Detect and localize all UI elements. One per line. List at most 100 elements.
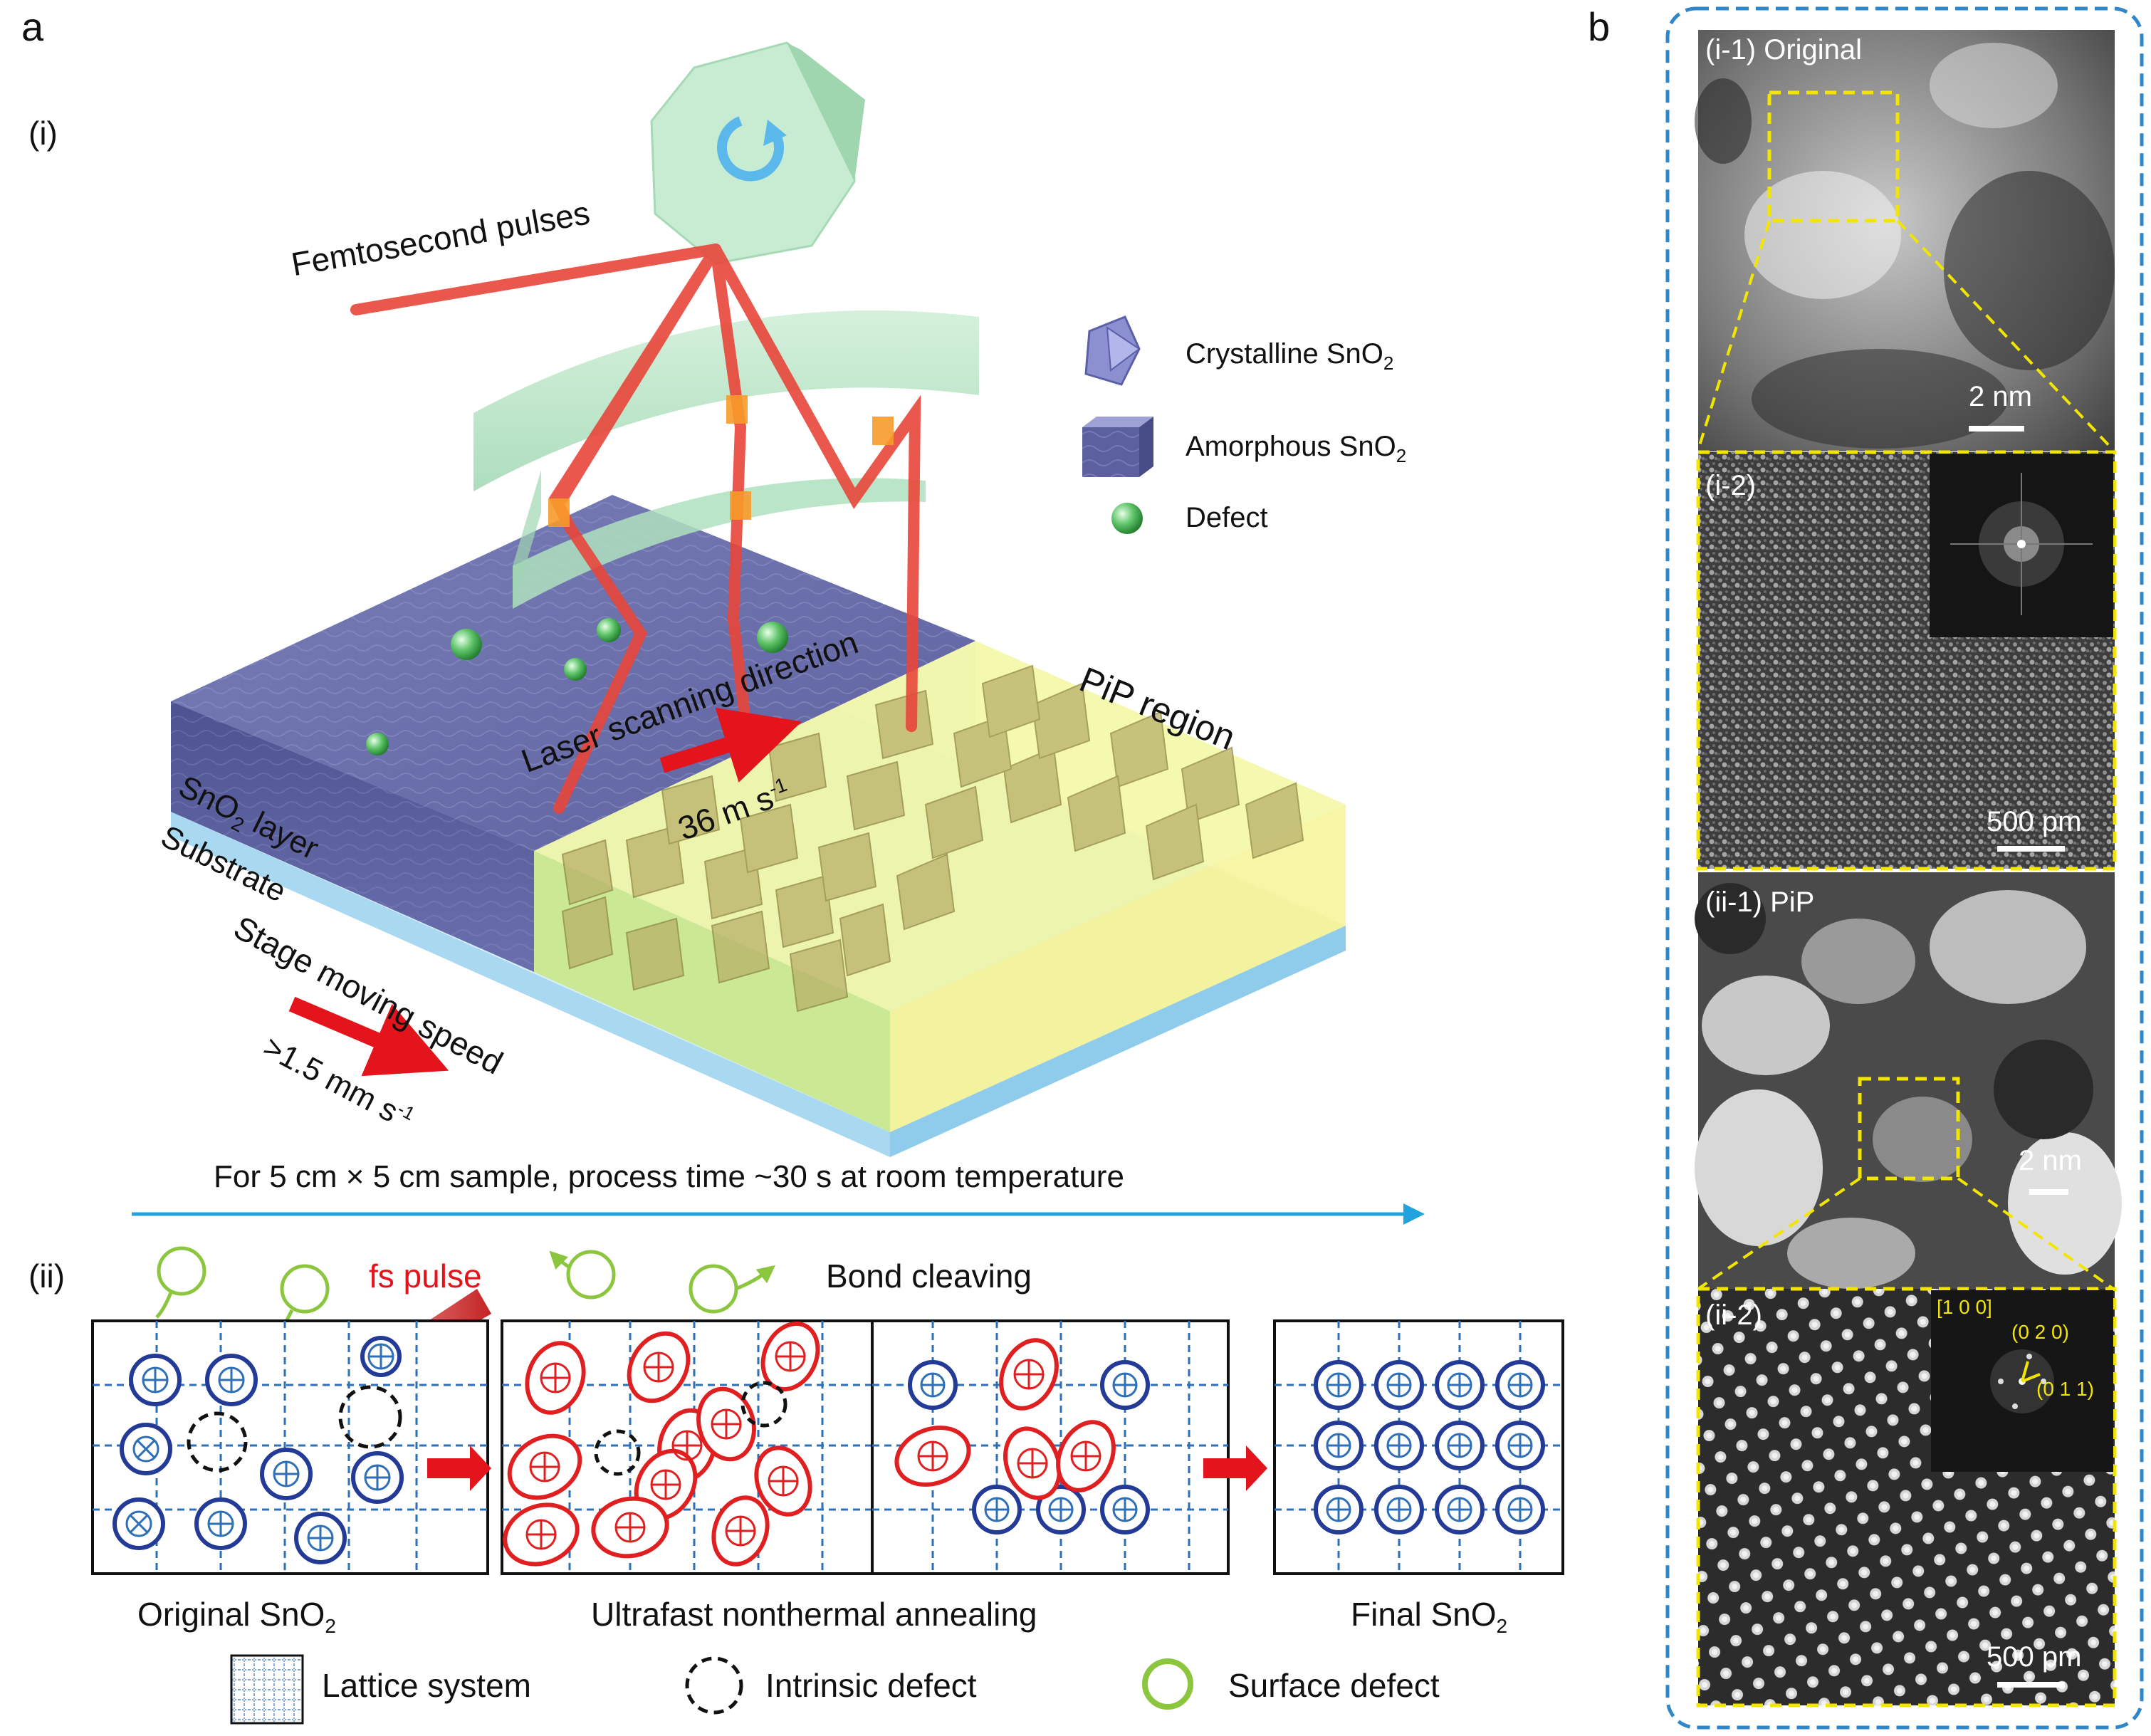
legend-lattice-label: Lattice system <box>322 1667 531 1704</box>
ion-plus-mark <box>1326 1497 1351 1522</box>
final-sno2-caption: Final SnO2 <box>1351 1596 1508 1638</box>
panel-b-frame <box>1665 6 2144 1730</box>
ion-plus-mark <box>1507 1372 1533 1398</box>
ion-plus-mark <box>984 1497 1010 1522</box>
lattice-box-original <box>91 1319 489 1575</box>
ion-plus-mark <box>1013 1359 1045 1390</box>
ion-plus-mark <box>1507 1433 1533 1458</box>
bond-cleaving-label: Bond cleaving <box>826 1257 1032 1295</box>
ultrafast-caption: Ultrafast nonthermal annealing <box>591 1596 1037 1633</box>
ion-plus-mark <box>614 1512 646 1543</box>
fft-100-label: [1 0 0] <box>1937 1296 1992 1318</box>
ion-plus-mark <box>307 1525 334 1552</box>
scan-direction-arrow <box>659 707 802 783</box>
ion-plus-mark <box>1070 1440 1101 1472</box>
tem-ii2-label: (ii-2) <box>1705 1300 1762 1331</box>
original-sno2-caption: Original SnO2 <box>137 1596 336 1638</box>
ion-plus-mark <box>1326 1433 1351 1458</box>
legend-lattice-icon <box>230 1654 304 1725</box>
subpanel-i-label: (i) <box>28 115 58 152</box>
scale-bar-i1 <box>1969 426 2024 432</box>
scale-bar-ii2 <box>1997 1682 2065 1688</box>
legend-amorphous-icon <box>1082 417 1153 477</box>
legend-intrinsic-defect-icon <box>685 1656 743 1715</box>
ion-plus-mark <box>1017 1448 1048 1479</box>
ion-plus-mark <box>142 1366 169 1393</box>
fft-020-label: (0 2 0) <box>2011 1321 2069 1343</box>
ion-plus-mark <box>920 1372 946 1398</box>
legend-surface-defect-icon <box>1142 1658 1193 1710</box>
lattice-box-ultrafast <box>501 1319 877 1575</box>
ion-plus-mark <box>1386 1497 1412 1522</box>
crystalline-grains <box>561 664 1304 1013</box>
tem-ii1-texture <box>1695 883 2122 1289</box>
scan-lens-optics <box>473 310 979 609</box>
ion-plus-mark <box>643 1351 674 1383</box>
ion-plus-mark <box>1507 1497 1533 1522</box>
ion-plus-mark <box>768 1465 799 1497</box>
ion-plus-mark <box>364 1464 391 1491</box>
ion-cross-mark <box>125 1510 152 1537</box>
panel-b-letter: b <box>1588 4 1611 49</box>
ion-plus-mark <box>1048 1497 1074 1522</box>
ion-plus-mark <box>775 1341 806 1372</box>
defect-beads <box>366 618 788 755</box>
ion-plus-mark <box>367 1343 394 1370</box>
ion-plus-mark <box>1326 1372 1351 1398</box>
rotation-arrow-icon <box>717 116 784 182</box>
beam-highlights <box>548 395 894 527</box>
tem-ii1-label: (ii-1) PiP <box>1705 887 1815 918</box>
ion-cross-mark <box>132 1436 159 1463</box>
tem-i1-scale-label: 2 nm <box>1969 381 2032 412</box>
polygon-mirror <box>650 41 865 265</box>
schematic-3d <box>171 41 1346 1157</box>
ion-plus-mark <box>1447 1372 1472 1398</box>
fs-pulse-label: fs pulse <box>369 1257 482 1295</box>
legend-defect-label: Defect <box>1186 502 1268 533</box>
tem-i1-zoom-box <box>1767 90 1900 223</box>
panel-a-letter: a <box>21 4 44 49</box>
tem-i1-label: (i-1) Original <box>1705 34 1863 66</box>
scale-bar-i2 <box>1997 846 2065 852</box>
ion-plus-mark <box>917 1440 948 1472</box>
ion-plus-mark <box>671 1430 703 1461</box>
legend-crystalline-label: Crystalline SnO2 <box>1186 338 1394 374</box>
ion-plus-mark <box>525 1519 557 1550</box>
step-arrow-2 <box>1203 1445 1267 1491</box>
ion-plus-mark <box>725 1515 756 1547</box>
tem-ii1-zoom-box <box>1858 1077 1960 1181</box>
ion-plus-mark <box>1386 1433 1412 1458</box>
lattice-box-annealing <box>871 1319 1230 1575</box>
fft-011-label: (0 1 1) <box>2036 1378 2094 1400</box>
legend-amorphous-label: Amorphous SnO2 <box>1186 431 1407 466</box>
ion-plus-mark <box>650 1469 681 1500</box>
tem-i2-label: (i-2) <box>1705 470 1757 501</box>
scale-bar-ii1 <box>2029 1189 2068 1195</box>
ion-plus-mark <box>207 1510 234 1537</box>
ion-plus-mark <box>1112 1497 1138 1522</box>
process-note: For 5 cm × 5 cm sample, process time ~30… <box>214 1159 1124 1194</box>
surface-defect-bubbles <box>155 1246 775 1332</box>
subpanel-ii-label: (ii) <box>28 1257 66 1295</box>
ion-plus-mark <box>1386 1372 1412 1398</box>
ion-plus-mark <box>1447 1497 1472 1522</box>
ion-plus-mark <box>1447 1433 1472 1458</box>
stage-direction-arrow <box>288 996 449 1077</box>
legend-crystalline-icon <box>1084 315 1141 386</box>
ion-plus-mark <box>529 1451 560 1483</box>
legend-intrinsic-label: Intrinsic defect <box>765 1667 977 1704</box>
tem-i2-scale-label: 500 pm <box>1987 806 2082 837</box>
tem-ii2-scale-label: 500 pm <box>1987 1641 2082 1673</box>
ion-plus-mark <box>218 1366 245 1393</box>
legend-surface-label: Surface defect <box>1228 1667 1440 1704</box>
ion-plus-mark <box>540 1362 571 1393</box>
ion-plus-mark <box>273 1460 300 1487</box>
legend-defect-icon <box>1111 503 1143 534</box>
tem-i1-texture <box>1695 43 2115 449</box>
fft-inset-ii2-pattern <box>1990 1349 2054 1413</box>
step-arrow-1 <box>427 1445 491 1491</box>
fft-inset-i2-pattern <box>1950 473 2093 615</box>
ion-plus-mark <box>711 1408 742 1440</box>
ion-plus-mark <box>1112 1372 1138 1398</box>
